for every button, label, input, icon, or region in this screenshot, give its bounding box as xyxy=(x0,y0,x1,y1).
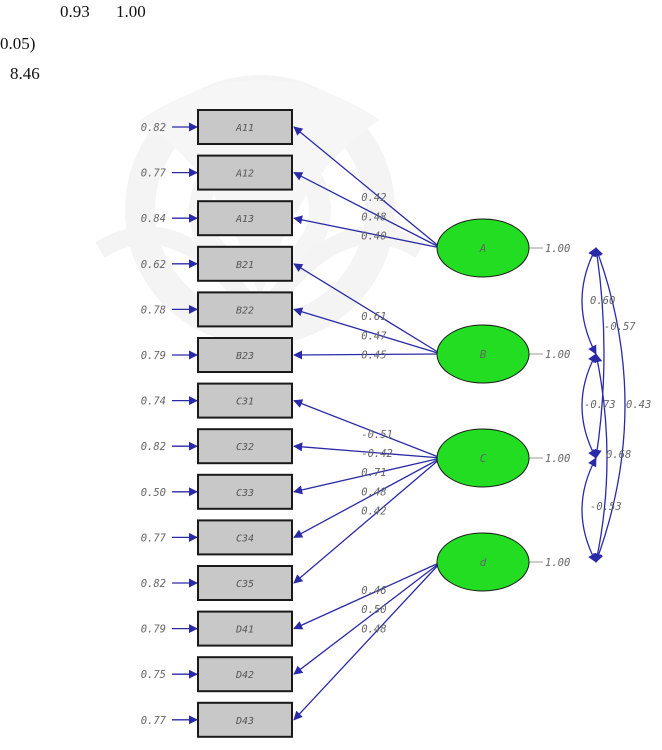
latent-label-C: C xyxy=(480,452,487,465)
variance-label-C: 1.00 xyxy=(545,453,570,465)
loading-value-C35: 0.42 xyxy=(361,506,386,518)
indicator-label-C31: C31 xyxy=(236,397,254,408)
loading-value-B21: 0.61 xyxy=(361,311,386,323)
correlation-label-B-C: -0.73 xyxy=(584,399,616,411)
indicator-label-D43: D43 xyxy=(235,716,254,727)
loading-arrow-D42 xyxy=(293,561,442,675)
latent-A xyxy=(436,218,530,278)
loading-value-C33: 0.71 xyxy=(361,467,386,479)
error-value-D41: 0.79 xyxy=(141,624,166,636)
covariance-arc-A-C xyxy=(592,247,605,459)
indicator-box-B23 xyxy=(197,337,293,373)
indicator-label-A13: A13 xyxy=(235,214,254,225)
indicator-label-A12: A12 xyxy=(235,169,254,180)
indicator-box-C32 xyxy=(197,428,293,465)
indicator-label-D41: D41 xyxy=(235,625,254,636)
loading-value-A12: 0.48 xyxy=(361,211,386,223)
error-value-A13: 0.84 xyxy=(141,213,166,225)
loading-value-A11: 0.42 xyxy=(361,192,386,204)
error-value-C35: 0.82 xyxy=(141,578,166,590)
loading-arrow-D41 xyxy=(293,561,442,630)
error-value-C31: 0.74 xyxy=(141,396,166,408)
indicator-label-B22: B22 xyxy=(236,305,254,316)
indicator-box-B22 xyxy=(197,291,293,328)
indicator-label-C35: C35 xyxy=(236,579,254,590)
correlation-label-A-B: 0.60 xyxy=(590,295,615,307)
loading-value-D41: 0.46 xyxy=(361,585,386,597)
covariance-arc-A-d xyxy=(594,247,626,563)
error-value-B23: 0.79 xyxy=(141,350,166,362)
loading-arrow-C32 xyxy=(293,442,442,459)
correlation-label-A-C: -0.57 xyxy=(604,321,636,333)
correlation-label-B-d: 0.68 xyxy=(606,449,631,461)
loading-arrow-D43 xyxy=(293,561,442,721)
error-value-D43: 0.77 xyxy=(141,715,167,727)
indicator-box-D41 xyxy=(197,610,293,647)
error-value-D42: 0.75 xyxy=(141,669,166,681)
indicator-box-D42 xyxy=(197,656,293,693)
loading-arrow-C31 xyxy=(293,399,442,459)
error-value-B21: 0.62 xyxy=(141,259,166,271)
loading-value-C34: 0.48 xyxy=(361,486,386,498)
loading-arrow-B21 xyxy=(293,263,442,355)
error-value-B22: 0.78 xyxy=(141,304,166,316)
error-value-A12: 0.77 xyxy=(141,168,167,180)
loading-arrow-A11 xyxy=(293,126,442,249)
fragment-value-1: 0.93 xyxy=(60,2,90,21)
indicator-box-C33 xyxy=(197,473,293,510)
covariance-arc-A-B xyxy=(581,247,597,355)
latent-C xyxy=(436,428,530,488)
error-value-C32: 0.82 xyxy=(141,441,166,453)
loading-value-B22: 0.47 xyxy=(361,330,387,342)
loading-arrow-B23 xyxy=(293,350,442,360)
loading-value-B23: 0.45 xyxy=(361,349,386,361)
latent-label-d: d xyxy=(480,556,487,569)
loading-arrow-C34 xyxy=(293,457,442,538)
latent-label-B: B xyxy=(480,348,487,361)
latent-B xyxy=(436,324,530,384)
loading-arrow-C35 xyxy=(293,457,442,584)
fragment-value-4: 8.46 xyxy=(10,64,40,83)
loading-value-D42: 0.50 xyxy=(361,604,386,616)
loading-arrow-A12 xyxy=(293,172,442,249)
indicator-box-C35 xyxy=(197,565,293,601)
variance-label-d: 1.00 xyxy=(545,557,570,569)
latent-d xyxy=(436,532,530,592)
indicator-label-A11: A11 xyxy=(235,123,254,134)
indicator-label-B23: B23 xyxy=(236,351,254,362)
indicator-label-C32: C32 xyxy=(236,442,254,453)
indicator-box-B21 xyxy=(197,245,293,282)
variance-label-A: 1.00 xyxy=(545,243,570,255)
indicator-label-C33: C33 xyxy=(236,488,254,499)
latent-label-A: A xyxy=(479,242,487,255)
indicator-box-A12 xyxy=(197,154,293,191)
loading-arrow-A13 xyxy=(293,215,442,249)
indicator-label-B21: B21 xyxy=(236,260,254,271)
fragment-value-2: 1.00 xyxy=(116,2,146,21)
covariance-arc-C-d xyxy=(581,457,597,563)
indicator-box-C34 xyxy=(197,519,293,556)
loading-arrow-B22 xyxy=(293,307,442,355)
error-value-A11: 0.82 xyxy=(141,122,166,134)
loading-value-D43: 0.48 xyxy=(361,623,386,635)
loading-value-A13: 0.40 xyxy=(361,230,386,242)
fragment-value-3: 0.05) xyxy=(0,34,36,53)
indicator-label-D42: D42 xyxy=(235,670,254,681)
variance-label-B: 1.00 xyxy=(545,349,570,361)
loading-arrow-C33 xyxy=(293,457,442,495)
covariance-arc-B-C xyxy=(581,353,597,459)
indicator-box-A11 xyxy=(197,109,293,145)
indicator-box-D43 xyxy=(197,701,293,738)
indicator-box-A13 xyxy=(197,200,293,237)
loading-value-C31: -0.51 xyxy=(361,429,393,441)
indicator-box-C31 xyxy=(197,382,293,419)
error-value-C33: 0.50 xyxy=(141,487,166,499)
correlation-label-A-d: 0.43 xyxy=(626,399,651,411)
loading-value-C32: -0.42 xyxy=(361,448,393,460)
error-value-C34: 0.77 xyxy=(141,532,167,544)
indicator-label-C34: C34 xyxy=(236,533,254,544)
correlation-label-C-d: -0.53 xyxy=(590,501,622,513)
